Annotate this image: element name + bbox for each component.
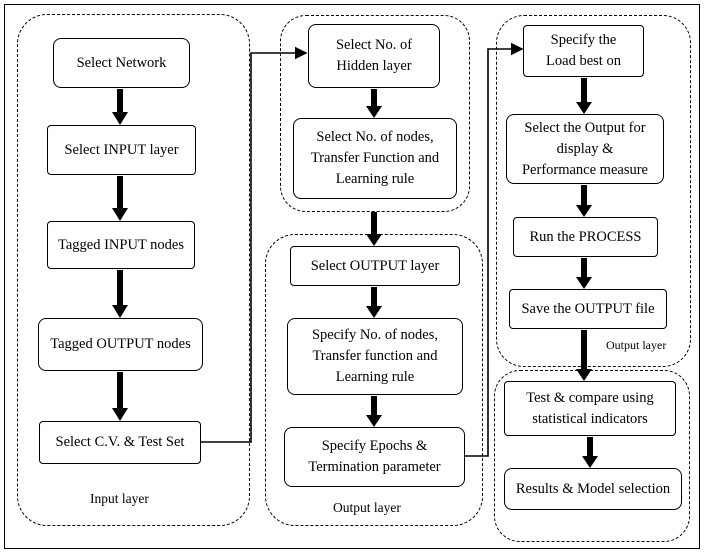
arrow-hidden-to-nodes	[366, 89, 382, 118]
step-test-compare: Test & compare using statistical indicat…	[504, 381, 676, 436]
arrow-run-to-save	[576, 258, 592, 289]
step-select-hidden-layer: Select No. of Hidden layer	[308, 24, 440, 88]
arrow-tagged-input-to-tagged-output	[112, 270, 128, 318]
step-results-model-selection: Results & Model selection	[504, 468, 682, 510]
arrow-save-to-test	[576, 330, 592, 381]
step-specify-nodes-output: Specify No. of nodes, Transfer function …	[287, 318, 463, 395]
arrow-display-to-run	[576, 185, 592, 217]
arrow-nodes-to-epochs	[366, 396, 382, 427]
step-tagged-input-nodes: Tagged INPUT nodes	[47, 221, 195, 269]
output-layer-label-middle: Output layer	[333, 500, 401, 515]
arrow-load-to-output-display	[576, 78, 592, 114]
hidden-layer-group	[280, 15, 470, 212]
step-save-output-file: Save the OUTPUT file	[509, 289, 667, 329]
input-layer-label: Input layer	[90, 491, 149, 506]
step-select-nodes-hidden: Select No. of nodes, Transfer Function a…	[293, 118, 457, 199]
connector-cv-to-hidden	[201, 46, 308, 443]
step-select-network: Select Network	[53, 38, 190, 88]
step-tagged-output-nodes: Tagged OUTPUT nodes	[38, 318, 203, 371]
step-select-cv-test-set: Select C.V. & Test Set	[39, 421, 201, 464]
arrow-hidden-group-to-output	[366, 212, 382, 246]
evaluation-group	[494, 370, 690, 542]
arrow-tagged-output-to-cv	[112, 372, 128, 421]
arrow-input-to-tagged-input	[112, 176, 128, 221]
step-select-output-layer: Select OUTPUT layer	[290, 246, 460, 286]
input-layer-group	[17, 14, 250, 526]
arrow-network-to-input	[112, 89, 128, 125]
diagram-frame	[4, 4, 700, 549]
step-specify-load-best: Specify the Load best on	[523, 25, 644, 77]
step-select-input-layer: Select INPUT layer	[47, 125, 196, 175]
output-layer-label-right: Output layer	[606, 338, 667, 352]
step-select-output-display: Select the Output for display & Performa…	[506, 114, 664, 184]
step-specify-epochs: Specify Epochs & Termination parameter	[284, 427, 465, 487]
output-layer-group-right	[496, 15, 691, 367]
step-run-process: Run the PROCESS	[513, 217, 658, 257]
connector-epochs-to-load	[465, 42, 524, 457]
arrow-test-to-results	[582, 437, 598, 468]
arrow-output-layer-to-nodes	[366, 287, 382, 318]
